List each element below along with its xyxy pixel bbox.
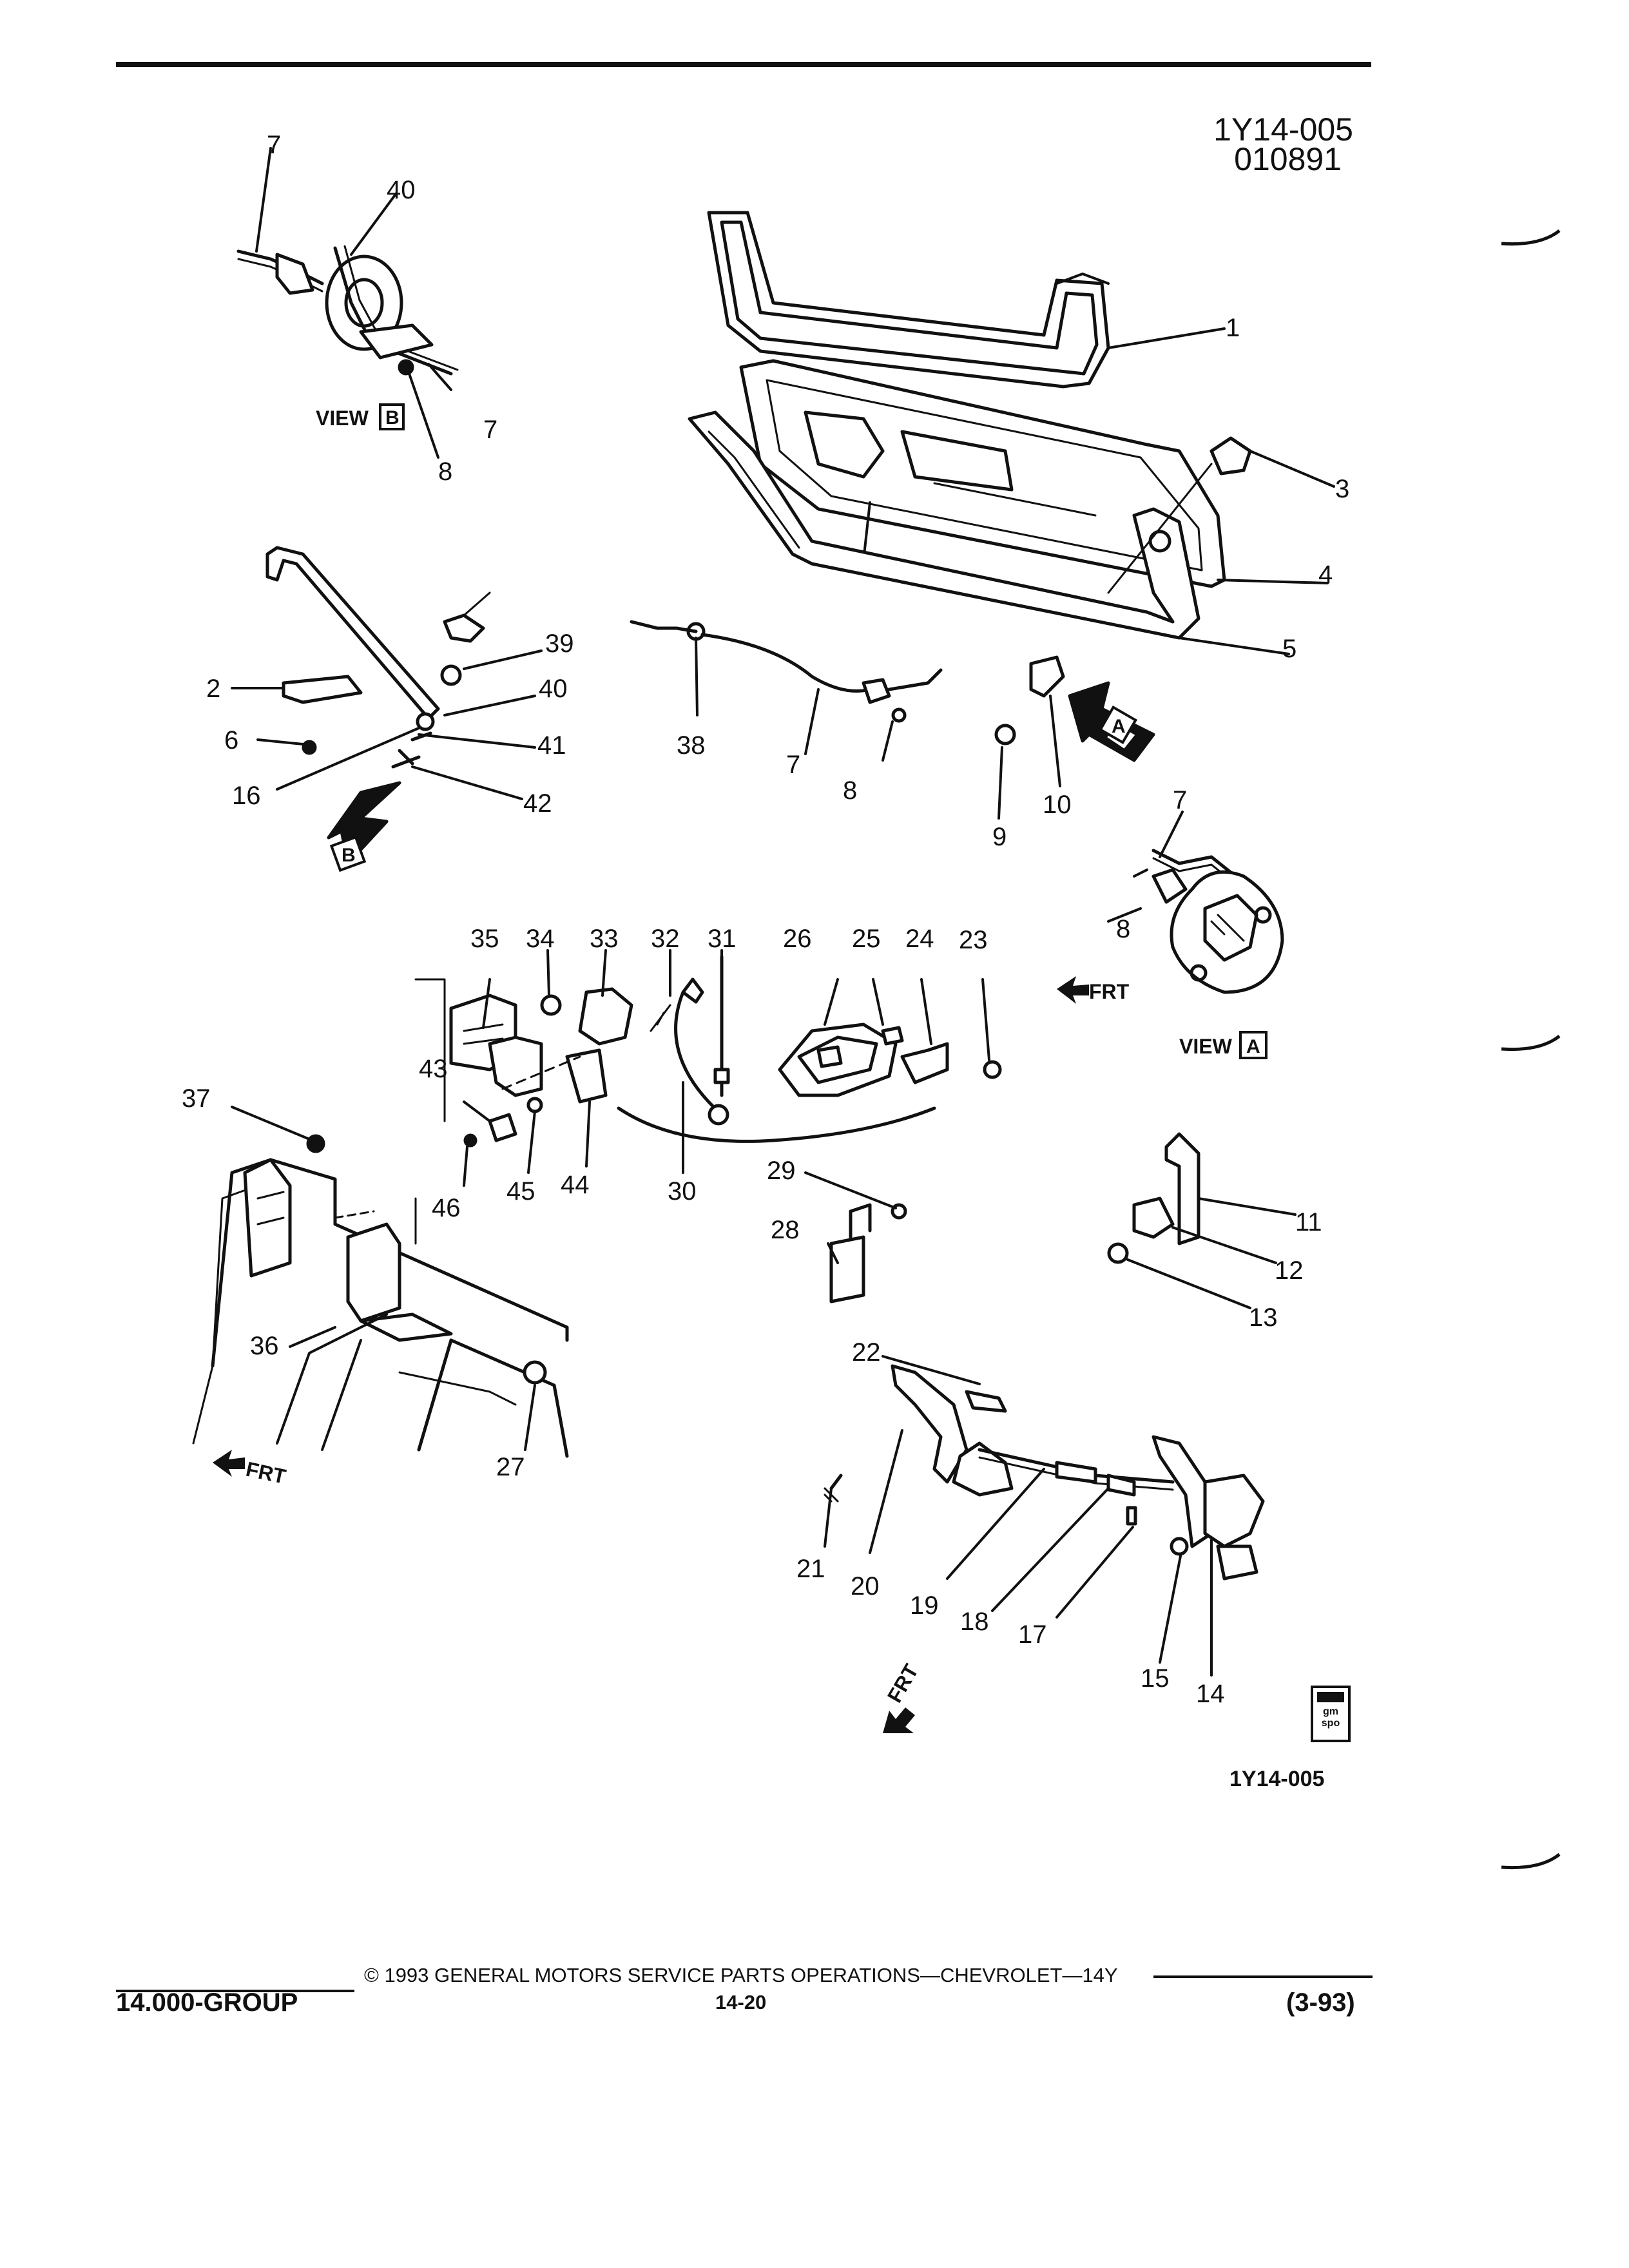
callout-30: 30	[668, 1177, 697, 1206]
callout-17: 17	[1018, 1620, 1047, 1649]
callout-7d: 7	[1173, 786, 1187, 814]
callout-38: 38	[677, 731, 706, 760]
view-a-arrow-box: A	[1098, 705, 1138, 745]
parts-28-29-bracket-screw	[804, 1171, 907, 1303]
callout-31: 31	[708, 925, 737, 953]
door-frame-structure	[192, 1106, 569, 1458]
callout-8b: 8	[843, 776, 857, 805]
callout-3: 3	[1335, 475, 1349, 503]
callout-46: 46	[432, 1194, 461, 1222]
frt-arrow-lower: FRT	[883, 1660, 923, 1733]
parts-30-35-latch-assembly	[414, 949, 936, 1187]
callout-25: 25	[852, 925, 881, 953]
part-3-clip	[1107, 436, 1335, 594]
callout-24: 24	[905, 925, 934, 953]
parts-9-10-grommet-bezel	[994, 655, 1155, 820]
callout-14: 14	[1196, 1680, 1225, 1708]
callout-6: 6	[224, 726, 238, 754]
figure-code: 1Y14-005	[1213, 111, 1353, 148]
frt-arrow-view-a: FRT	[1057, 976, 1130, 1004]
callout-37: 37	[182, 1084, 211, 1113]
callout-40: 40	[387, 176, 416, 204]
callout-7c: 7	[786, 751, 800, 779]
callout-1: 1	[1226, 314, 1240, 342]
part-4-trim-panel	[739, 359, 1329, 588]
callout-22: 22	[852, 1338, 881, 1367]
callout-36: 36	[250, 1332, 279, 1360]
callout-numbers: 1 2 3 4 5 6 7 7 7 7 8 8 8 9 10 11 12 13 …	[182, 131, 1349, 1708]
frt-arrow-door: FRT	[213, 1450, 288, 1488]
callout-27: 27	[496, 1453, 525, 1481]
callout-29: 29	[767, 1157, 796, 1185]
callout-2: 2	[206, 675, 220, 703]
binding-marks	[1501, 229, 1561, 1870]
footer-rule-left	[116, 1990, 354, 1992]
svg-text:B: B	[385, 407, 400, 428]
parts-14-22-lock-assembly	[824, 1355, 1265, 1677]
view-a-caption: VIEW A	[1179, 1031, 1268, 1059]
footer-page-number: 14-20	[715, 1991, 767, 2013]
bottom-figure-code: 1Y14-005	[1229, 1767, 1325, 1791]
svg-text:FRT: FRT	[1089, 980, 1130, 1003]
callout-4: 4	[1318, 561, 1333, 589]
callout-32: 32	[651, 925, 680, 953]
footer-group: 14.000-GROUP	[116, 1988, 298, 2017]
callout-35: 35	[470, 925, 499, 953]
svg-text:VIEW: VIEW	[1179, 1035, 1233, 1058]
callout-21: 21	[796, 1555, 825, 1583]
part-2-bracket-rod	[231, 546, 543, 865]
callout-9: 9	[992, 823, 1007, 851]
footer-revision: (3-93)	[1286, 1988, 1355, 2017]
callout-5: 5	[1282, 635, 1296, 663]
callout-42: 42	[523, 789, 552, 818]
callout-39: 39	[545, 629, 574, 658]
view-b-arrow-box: B	[329, 835, 367, 872]
callout-12: 12	[1275, 1256, 1304, 1285]
callout-8c: 8	[1116, 915, 1130, 943]
callout-41: 41	[537, 731, 566, 760]
callout-45: 45	[506, 1177, 535, 1206]
parts-23-26-inside-handle	[778, 978, 1002, 1097]
parts-11-13-striker	[1107, 1132, 1296, 1309]
svg-text:A: A	[1112, 716, 1126, 737]
gm-spo-logo: gm spo	[1311, 1686, 1351, 1742]
callout-44: 44	[561, 1171, 590, 1199]
svg-text:B: B	[342, 845, 356, 866]
view-b-cable-pulley	[236, 147, 459, 459]
callout-28: 28	[771, 1216, 800, 1244]
callout-16: 16	[232, 782, 261, 810]
callout-23: 23	[959, 926, 988, 954]
svg-text:FRT: FRT	[883, 1660, 923, 1706]
part-38-cable	[630, 620, 943, 762]
callout-8: 8	[438, 457, 452, 486]
footer-rule-right	[1153, 1975, 1373, 1978]
callout-43: 43	[419, 1055, 448, 1083]
callout-13: 13	[1249, 1303, 1278, 1332]
svg-text:A: A	[1246, 1036, 1260, 1057]
callout-33: 33	[590, 925, 619, 953]
callout-15: 15	[1141, 1664, 1170, 1693]
footer-copyright: © 1993 GENERAL MOTORS SERVICE PARTS OPER…	[364, 1964, 1118, 1986]
callout-34: 34	[526, 925, 555, 953]
view-b-caption: VIEW B	[316, 403, 405, 430]
callout-18: 18	[960, 1608, 989, 1636]
callout-10: 10	[1043, 791, 1072, 819]
callout-7b: 7	[483, 416, 497, 444]
header-rule	[116, 62, 1371, 67]
svg-text:VIEW: VIEW	[316, 407, 369, 430]
part-1-weatherstrip	[707, 211, 1226, 389]
figure-date: 010891	[1234, 141, 1342, 177]
svg-text:FRT: FRT	[244, 1457, 289, 1488]
callout-40b: 40	[539, 675, 568, 703]
callout-19: 19	[910, 1591, 939, 1620]
callout-26: 26	[783, 925, 812, 953]
callout-7: 7	[267, 131, 281, 159]
callout-11: 11	[1295, 1208, 1322, 1236]
callout-20: 20	[851, 1572, 880, 1600]
view-a-lock-assembly	[1107, 811, 1284, 994]
